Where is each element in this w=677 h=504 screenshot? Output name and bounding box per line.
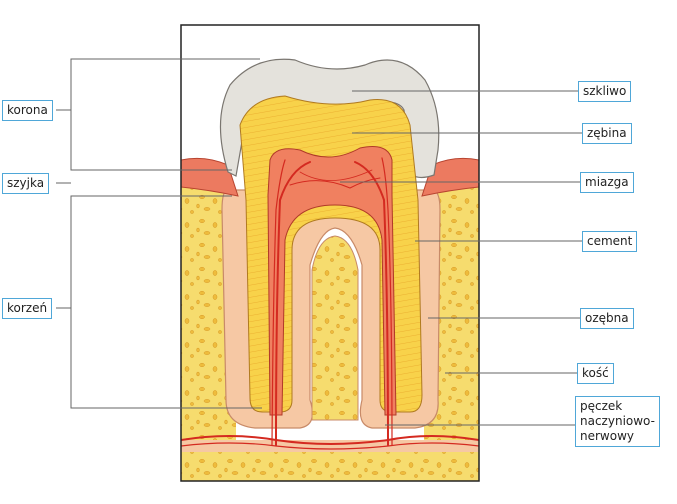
right-leader-lines [340, 90, 582, 426]
label-miazga: miazga [580, 172, 634, 193]
gum-left [181, 157, 239, 197]
gum-right [421, 157, 479, 197]
blood-vessels [181, 157, 479, 450]
left-brackets [56, 58, 262, 409]
label-szkliwo: szkliwo [578, 81, 632, 102]
label-cement: cement [582, 231, 638, 252]
inter-root-bone [311, 235, 359, 421]
diagram-frame [180, 24, 480, 482]
label-zebina: zębina [582, 123, 632, 144]
label-peczek-naczyniowo-nerwowy: pęczek naczyniowo- nerwowy [575, 396, 660, 447]
label-ozebna: ozębna [580, 308, 634, 329]
label-korzen: korzeń [2, 298, 53, 319]
pulp [267, 146, 397, 416]
label-szyjka: szyjka [2, 173, 50, 194]
label-kosc: kość [577, 363, 614, 384]
label-korona: korona [2, 100, 53, 121]
